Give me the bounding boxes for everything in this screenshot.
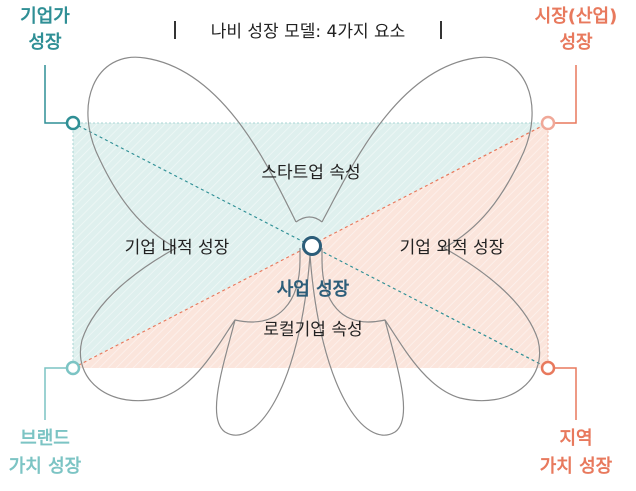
node-top-left [67,117,79,129]
diagram-title: 나비 성장 모델: 4가지 요소 [211,22,406,42]
connector-top-left [45,65,73,123]
corner-label-bottom-left-line1: 브랜드 [20,428,70,449]
center-node [304,238,321,255]
corner-label-top-left-line2: 성장 [28,32,62,53]
region-label-bottom: 로컬기업 속성 [263,320,362,340]
connector-bottom-right [548,368,576,420]
node-bottom-left [67,362,79,374]
node-top-right [542,117,554,129]
center-label: 사업 성장 [277,279,350,300]
corner-label-bottom-left-line2: 가치 성장 [9,456,82,477]
corner-label-top-right-line1: 시장(산업) [535,6,618,27]
connector-top-right [548,65,576,123]
connector-bottom-left [45,368,73,420]
corner-label-top-left-line1: 기업가 [20,6,70,27]
region-label-right: 기업 외적 성장 [400,238,505,258]
corner-label-top-right-line2: 성장 [559,32,593,53]
corner-label-bottom-right-line1: 지역 [559,428,592,449]
region-label-top: 스타트업 속성 [261,163,360,183]
node-bottom-right [542,362,554,374]
corner-label-bottom-right-line2: 가치 성장 [540,456,613,477]
region-label-left: 기업 내적 성장 [125,238,230,258]
